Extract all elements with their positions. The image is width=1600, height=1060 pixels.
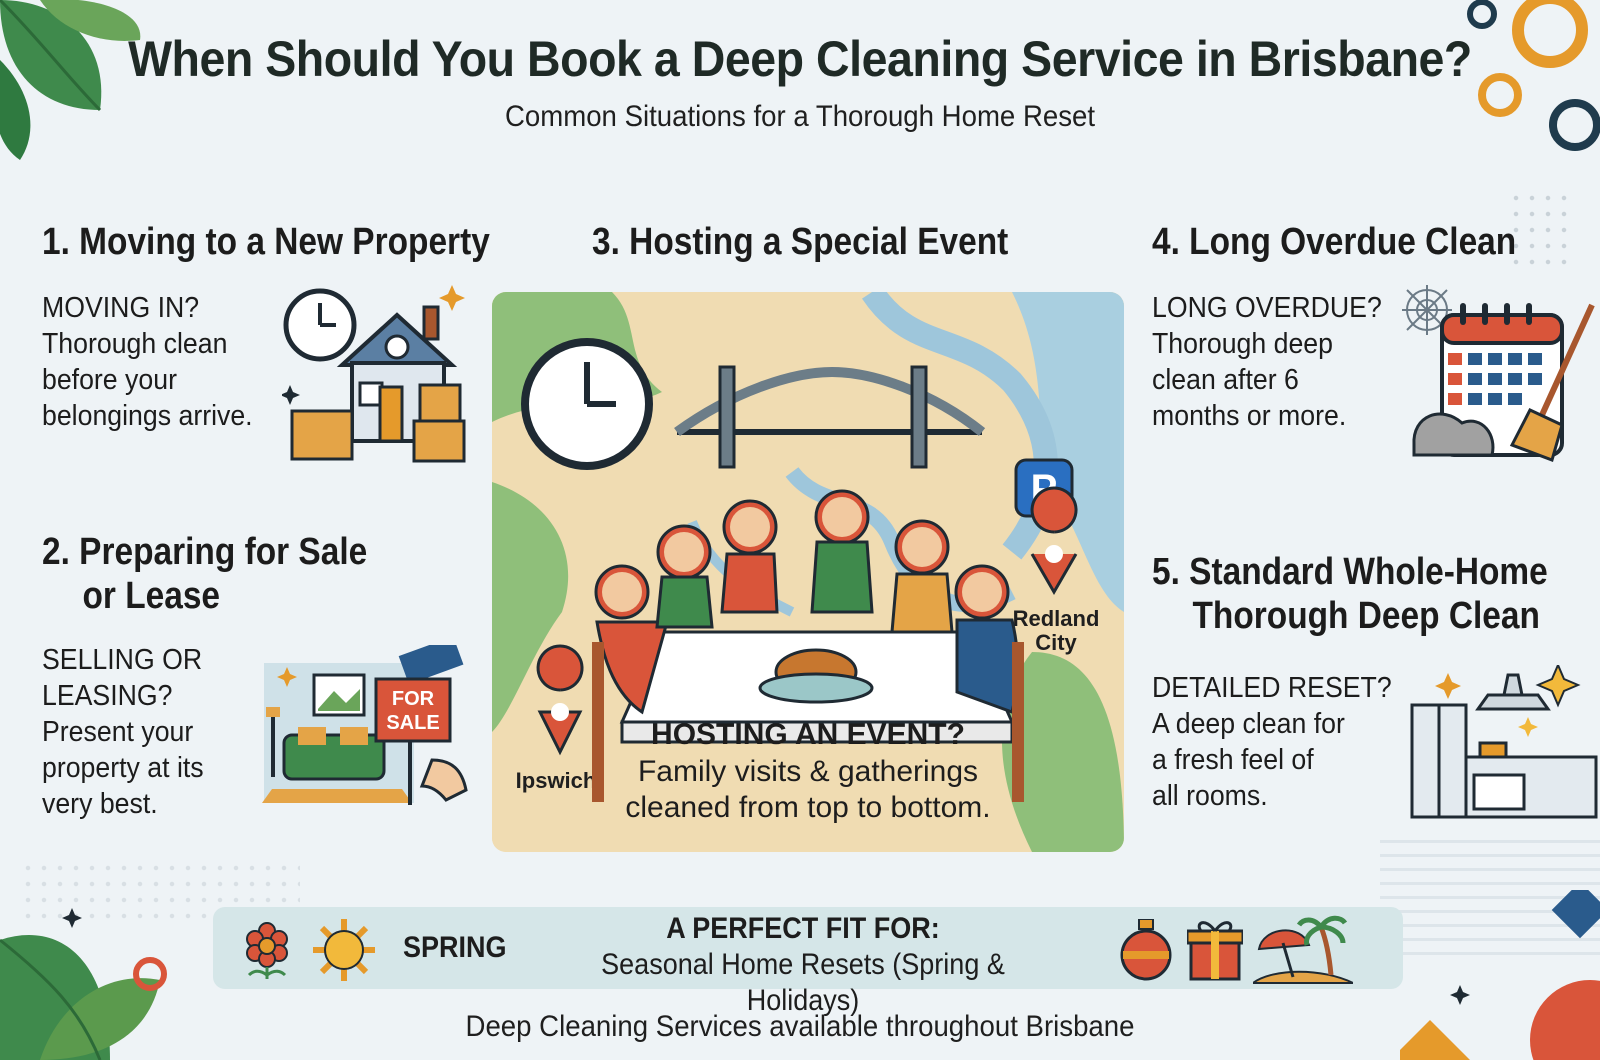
section-1-line: Thorough clean bbox=[42, 328, 228, 360]
decor-bottom-right-icon bbox=[1400, 890, 1600, 1060]
section-5-line: all rooms. bbox=[1152, 780, 1268, 812]
section-3-line: Family visits & gatherings bbox=[637, 755, 979, 788]
living-room-for-sale-icon: FOR SALE bbox=[262, 645, 468, 805]
sparkling-kitchen-icon bbox=[1410, 665, 1598, 819]
leaf-cluster-top-left-icon bbox=[0, 0, 141, 160]
section-4-line: clean after 6 bbox=[1152, 364, 1299, 396]
map-label-redland: City bbox=[1035, 630, 1077, 655]
section-4-text: LONG OVERDUE? Thorough deep clean after … bbox=[1152, 290, 1382, 434]
season-label: SPRING bbox=[403, 931, 507, 964]
section-1-heading: 1. Moving to a New Property bbox=[42, 221, 490, 263]
section-2-line: Present your bbox=[42, 716, 194, 748]
section-2-line: property at its bbox=[42, 752, 204, 784]
section-1-line: before your bbox=[42, 364, 177, 396]
section-2-line: very best. bbox=[42, 788, 158, 820]
event-map-panel: P Redland City Ipswich HOSTING AN EVENT?… bbox=[492, 292, 1124, 852]
section-5-text: DETAILED RESET? A deep clean for a fresh… bbox=[1152, 670, 1392, 814]
section-1-lead: MOVING IN? bbox=[42, 292, 200, 324]
flower-icon bbox=[246, 922, 288, 979]
dot-pattern-top-right bbox=[1508, 190, 1568, 270]
section-2-text: SELLING OR LEASING? Present your propert… bbox=[42, 642, 204, 822]
section-3-lead: HOSTING AN EVENT? bbox=[651, 718, 965, 751]
section-4-lead: LONG OVERDUE? bbox=[1152, 292, 1382, 324]
sun-icon bbox=[313, 919, 375, 981]
section-2-lead: SELLING OR bbox=[42, 644, 203, 676]
section-5-line: a fresh feel of bbox=[1152, 744, 1314, 776]
gift-icon bbox=[1187, 921, 1243, 981]
section-3-line: cleaned from top to bottom. bbox=[625, 791, 991, 824]
section-5-heading: 5. Standard Whole-Home Thorough Deep Cle… bbox=[1152, 550, 1548, 638]
section-3-heading: 3. Hosting a Special Event bbox=[592, 221, 1009, 263]
section-4-line: months or more. bbox=[1152, 400, 1347, 432]
section-2-heading-line1: 2. Preparing for Sale bbox=[42, 531, 368, 573]
section-5-heading-line2: Thorough Deep Clean bbox=[1192, 595, 1540, 637]
banner-subtext: Seasonal Home Resets (Spring & Holidays) bbox=[601, 948, 1005, 1017]
page-subtitle: Common Situations for a Thorough Home Re… bbox=[504, 100, 1096, 133]
leaf-cluster-bottom-left-icon bbox=[0, 908, 167, 1060]
section-2-heading-line2: or Lease bbox=[82, 575, 221, 617]
calendar-broom-icon bbox=[1402, 285, 1595, 462]
map-label-ipswich: Ipswich bbox=[516, 768, 597, 793]
ornament-icon bbox=[1120, 919, 1172, 981]
section-2-heading: 2. Preparing for Sale or Lease bbox=[42, 530, 367, 618]
for-sale-sign-line1: FOR bbox=[392, 688, 435, 710]
section-1-line: belongings arrive. bbox=[42, 400, 253, 432]
house-with-clock-and-boxes-icon bbox=[282, 285, 466, 463]
section-5-heading-line1: 5. Standard Whole-Home bbox=[1152, 551, 1548, 593]
page-title: When Should You Book a Deep Cleaning Ser… bbox=[128, 31, 1472, 87]
section-5-lead: DETAILED RESET? bbox=[1152, 672, 1392, 704]
banner-text: A PERFECT FIT FOR: Seasonal Home Resets … bbox=[513, 911, 1093, 1019]
section-2-lead: LEASING? bbox=[42, 680, 173, 712]
map-label-redland: Redland bbox=[1013, 606, 1100, 631]
gears-top-right-icon bbox=[1467, 0, 1600, 151]
footer-tagline: Deep Cleaning Services available through… bbox=[465, 1010, 1135, 1043]
family-dinner-map-icon: P Redland City Ipswich bbox=[492, 292, 1124, 852]
beach-umbrella-icon bbox=[1253, 915, 1353, 984]
section-5-line: A deep clean for bbox=[1152, 708, 1345, 740]
banner-heading: A PERFECT FIT FOR: bbox=[666, 912, 940, 945]
for-sale-sign-line2: SALE bbox=[386, 712, 439, 734]
section-4-heading: 4. Long Overdue Clean bbox=[1152, 221, 1517, 263]
section-3-text: HOSTING AN EVENT? Family visits & gather… bbox=[492, 716, 1124, 826]
section-4-line: Thorough deep bbox=[1152, 328, 1333, 360]
seasonal-banner: SPRING A PERFECT FIT FOR: Seasonal Home … bbox=[213, 907, 1403, 1017]
section-1-text: MOVING IN? Thorough clean before your be… bbox=[42, 290, 253, 434]
